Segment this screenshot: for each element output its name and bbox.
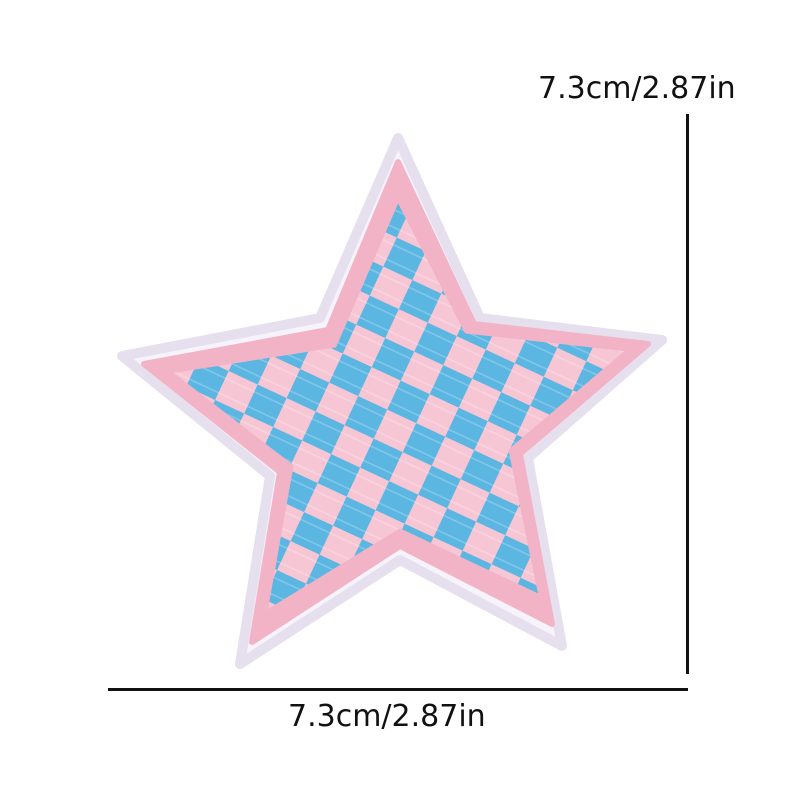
inner-stitch [168,198,630,614]
height-dimension-label: 7.3cm/2.87in [538,71,736,106]
width-dimension-label: 7.3cm/2.87in [288,699,486,734]
checker-fill [170,200,628,612]
height-dimension-line [686,114,689,674]
width-dimension-line [108,688,688,691]
